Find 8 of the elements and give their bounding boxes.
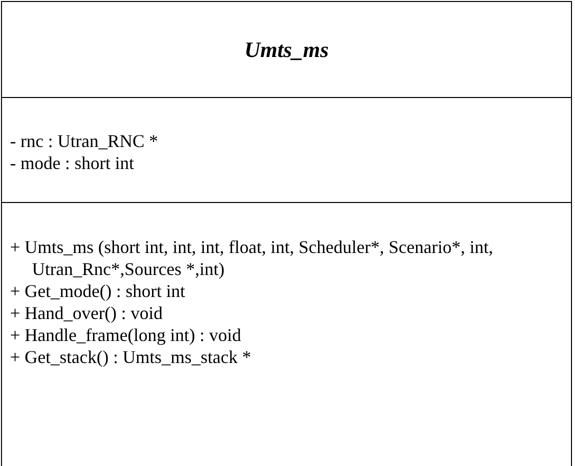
- attribute-text: - mode : short int: [10, 152, 134, 174]
- attribute-text: - rnc : Utran_RNC *: [10, 130, 158, 152]
- method-text: + Get_stack() : Umts_ms_stack *: [10, 346, 252, 368]
- method-text: + Hand_over() : void: [10, 302, 163, 324]
- class-name: Umts_ms: [244, 36, 329, 62]
- method-text: + Handle_frame(long int) : void: [10, 324, 242, 346]
- method-text: + Get_mode() : short int: [10, 280, 186, 302]
- method-text: + Umts_ms (short int, int, int, float, int, Scheduler*, Scenario*, int, Utran_Rnc*,Sources *,int): [10, 236, 494, 280]
